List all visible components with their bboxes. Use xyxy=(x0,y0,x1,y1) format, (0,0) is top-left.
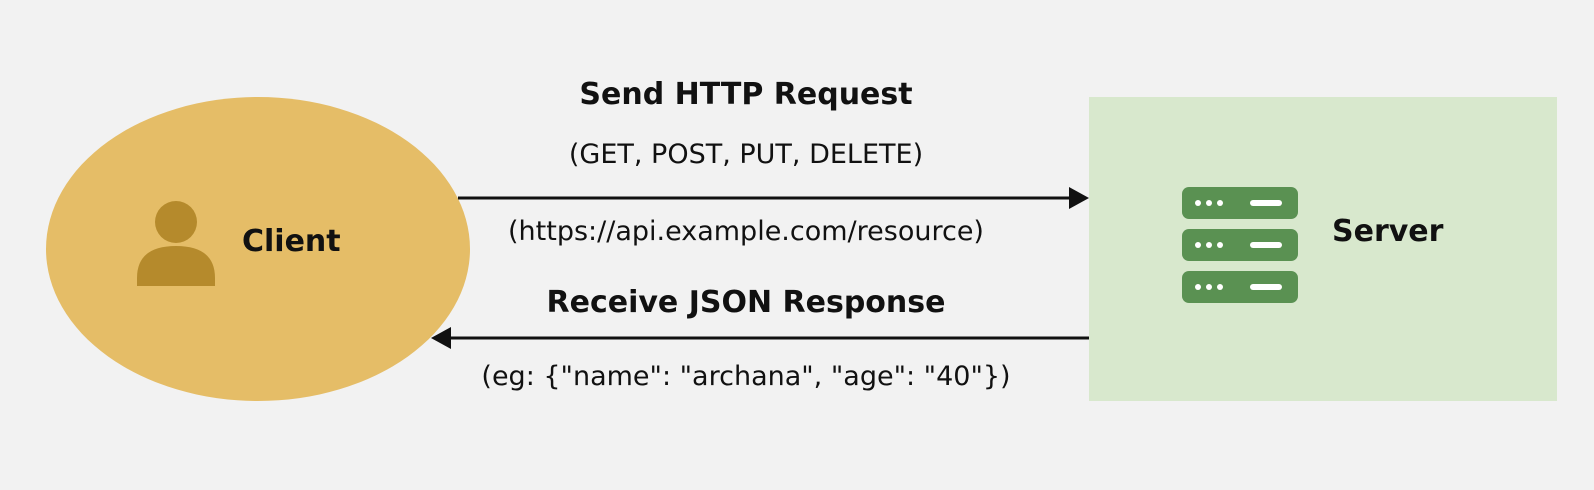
response-example: (eg: {"name": "archana", "age": "40"}) xyxy=(481,361,1011,392)
client-node xyxy=(46,97,470,401)
server-label: Server xyxy=(1332,214,1444,249)
request-url: (https://api.example.com/resource) xyxy=(508,216,984,247)
server-rack-icon xyxy=(1182,187,1298,303)
request-arrow xyxy=(458,187,1089,209)
server-node xyxy=(1089,97,1557,401)
client-label: Client xyxy=(242,224,341,259)
response-title: Receive JSON Response xyxy=(546,285,946,320)
person-icon xyxy=(137,201,215,286)
request-methods: (GET, POST, PUT, DELETE) xyxy=(568,139,924,170)
request-title: Send HTTP Request xyxy=(579,77,913,112)
response-arrow xyxy=(431,327,1089,349)
